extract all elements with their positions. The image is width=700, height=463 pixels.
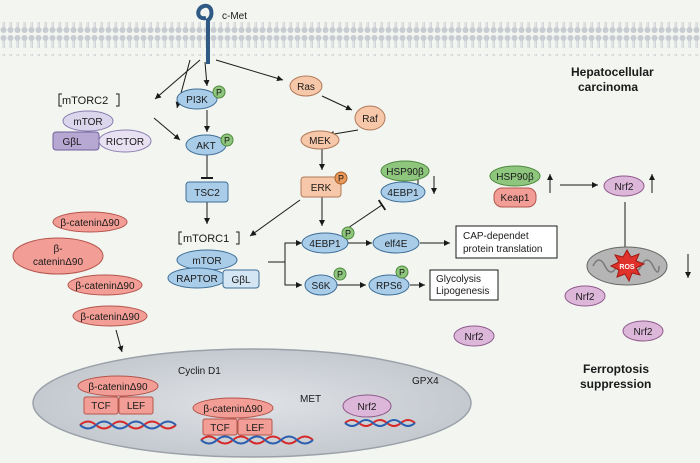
hsp90-4ebp1-complex: HSP90β 4EBP1 bbox=[380, 160, 430, 203]
beta-catenin-4: β-cateninΔ90 bbox=[72, 305, 148, 327]
raf-node: Raf bbox=[354, 105, 386, 131]
beta-catenin-2: β- cateninΔ90 bbox=[12, 237, 104, 275]
elf4e-node: elf4E bbox=[372, 232, 420, 254]
akt-node: AKT bbox=[185, 134, 227, 156]
ras-node: Ras bbox=[289, 75, 323, 97]
svg-text:β-cateninΔ90: β-cateninΔ90 bbox=[203, 404, 263, 415]
svg-text:cateninΔ90: cateninΔ90 bbox=[33, 257, 83, 268]
dna-strands bbox=[79, 419, 416, 445]
phospho-4ebp1: P bbox=[341, 226, 355, 240]
svg-text:β-cateninΔ90: β-cateninΔ90 bbox=[75, 281, 135, 292]
svg-text:Nrf2: Nrf2 bbox=[465, 332, 484, 343]
hsp90-keap1-complex: HSP90β Keap1 bbox=[489, 165, 541, 208]
mtorc2-mtor: mTOR bbox=[73, 117, 102, 128]
svg-text:Lipogenesis: Lipogenesis bbox=[436, 286, 489, 297]
svg-text:protein translation: protein translation bbox=[463, 244, 543, 255]
svg-text:β-cateninΔ90: β-cateninΔ90 bbox=[88, 382, 148, 393]
gene-cyclin-d1: Cyclin D1 bbox=[178, 366, 221, 377]
svg-text:HSP90β: HSP90β bbox=[386, 167, 424, 178]
svg-text:Nrf2: Nrf2 bbox=[615, 182, 634, 193]
svg-text:LEF: LEF bbox=[127, 401, 145, 412]
nuclear-complex-met: β-cateninΔ90 TCF LEF MET bbox=[192, 394, 321, 436]
svg-text:Keap1: Keap1 bbox=[501, 193, 530, 204]
s6k-node: S6K bbox=[304, 274, 338, 296]
nrf2-free-c: Nrf2 bbox=[453, 325, 495, 347]
svg-text:P: P bbox=[224, 136, 230, 146]
c-met-receptor: c-Met bbox=[196, 3, 247, 64]
nrf2-top-node: Nrf2 bbox=[603, 175, 645, 197]
svg-text:Nrf2: Nrf2 bbox=[576, 292, 595, 303]
gene-gpx4: GPX4 bbox=[412, 376, 439, 387]
mtorc1-label: mTORC1 bbox=[183, 233, 229, 245]
phospho-pi3k: P bbox=[212, 85, 226, 99]
mtorc1-gbl: GβL bbox=[231, 275, 251, 286]
svg-text:4EBP1: 4EBP1 bbox=[387, 188, 419, 199]
svg-text:β-cateninΔ90: β-cateninΔ90 bbox=[80, 312, 140, 323]
phospho-rps6: P bbox=[395, 265, 409, 279]
ros-label: ROS bbox=[619, 264, 635, 271]
receptor-label: c-Met bbox=[222, 11, 247, 22]
tsc2-node: TSC2 bbox=[185, 181, 229, 203]
4ebp1-node: 4EBP1 bbox=[301, 232, 349, 254]
svg-text:ERK: ERK bbox=[311, 183, 332, 194]
ferroptosis-line1: Ferroptosis bbox=[583, 362, 649, 376]
cell-membrane bbox=[0, 22, 700, 56]
mtorc2-complex: mTORC2 mTOR GβL RICTOR bbox=[52, 93, 152, 153]
svg-text:S6K: S6K bbox=[312, 281, 331, 292]
gene-met: MET bbox=[300, 394, 321, 405]
svg-text:TSC2: TSC2 bbox=[194, 188, 220, 199]
nuclear-nrf2-gpx4: Nrf2 GPX4 bbox=[342, 376, 439, 418]
mtorc2-label: mTORC2 bbox=[62, 95, 108, 107]
svg-text:P: P bbox=[337, 270, 343, 280]
mtorc2-rictor: RICTOR bbox=[106, 137, 144, 148]
phospho-akt: P bbox=[220, 133, 234, 147]
phospho-erk: P bbox=[334, 171, 348, 185]
phospho-markers: P P P P P P bbox=[212, 85, 409, 281]
svg-text:P: P bbox=[216, 88, 222, 98]
mtorc1-complex: mTORC1 mTOR RAPTOR GβL bbox=[167, 231, 260, 289]
svg-text:β-: β- bbox=[53, 244, 62, 255]
glycolysis-box: Glycolysis Lipogenesis bbox=[429, 269, 499, 301]
mek-node: MEK bbox=[300, 130, 340, 150]
mtorc2-gbl: GβL bbox=[62, 137, 82, 148]
svg-text:RPS6: RPS6 bbox=[376, 281, 403, 292]
svg-text:CAP-dependet: CAP-dependet bbox=[463, 231, 529, 242]
ferroptosis-line2: suppression bbox=[580, 377, 651, 391]
svg-text:Nrf2: Nrf2 bbox=[634, 327, 653, 338]
svg-text:P: P bbox=[399, 268, 405, 278]
nrf2-free-b: Nrf2 bbox=[622, 320, 664, 342]
nrf2-free-a: Nrf2 bbox=[564, 285, 606, 307]
svg-text:elf4E: elf4E bbox=[385, 239, 408, 250]
beta-catenin-3: β-cateninΔ90 bbox=[67, 274, 143, 296]
svg-text:Raf: Raf bbox=[362, 114, 378, 125]
phospho-s6k: P bbox=[333, 267, 347, 281]
svg-text:Glycolysis: Glycolysis bbox=[436, 274, 481, 285]
beta-catenin-1: β-cateninΔ90 bbox=[52, 211, 128, 233]
nuclear-complex-cyclin-d1: β-cateninΔ90 TCF LEF Cyclin D1 bbox=[77, 366, 221, 415]
svg-text:MEK: MEK bbox=[309, 136, 331, 147]
mtorc1-raptor: RAPTOR bbox=[176, 274, 218, 285]
svg-text:P: P bbox=[345, 229, 351, 239]
svg-text:TCF: TCF bbox=[91, 401, 110, 412]
svg-text:P: P bbox=[338, 174, 344, 184]
svg-text:4EBP1: 4EBP1 bbox=[309, 239, 341, 250]
svg-text:PI3K: PI3K bbox=[186, 95, 208, 106]
mtorc1-mtor: mTOR bbox=[192, 256, 221, 267]
mitochondrion-ros: ROS bbox=[586, 246, 668, 286]
svg-text:β-cateninΔ90: β-cateninΔ90 bbox=[60, 218, 120, 229]
pi3k-node: PI3K bbox=[176, 88, 218, 110]
cap-translation-box: CAP-dependet protein translation bbox=[455, 225, 558, 259]
svg-text:Nrf2: Nrf2 bbox=[358, 402, 377, 413]
svg-text:LEF: LEF bbox=[246, 423, 264, 434]
svg-text:Ras: Ras bbox=[297, 82, 315, 93]
rps6-node: RPS6 bbox=[368, 274, 410, 296]
erk-node: ERK bbox=[300, 176, 342, 198]
title-line1: Hepatocellular bbox=[571, 65, 654, 79]
svg-text:AKT: AKT bbox=[196, 141, 215, 152]
title-line2: carcinoma bbox=[578, 80, 638, 94]
svg-text:HSP90β: HSP90β bbox=[496, 172, 534, 183]
svg-text:TCF: TCF bbox=[210, 423, 229, 434]
